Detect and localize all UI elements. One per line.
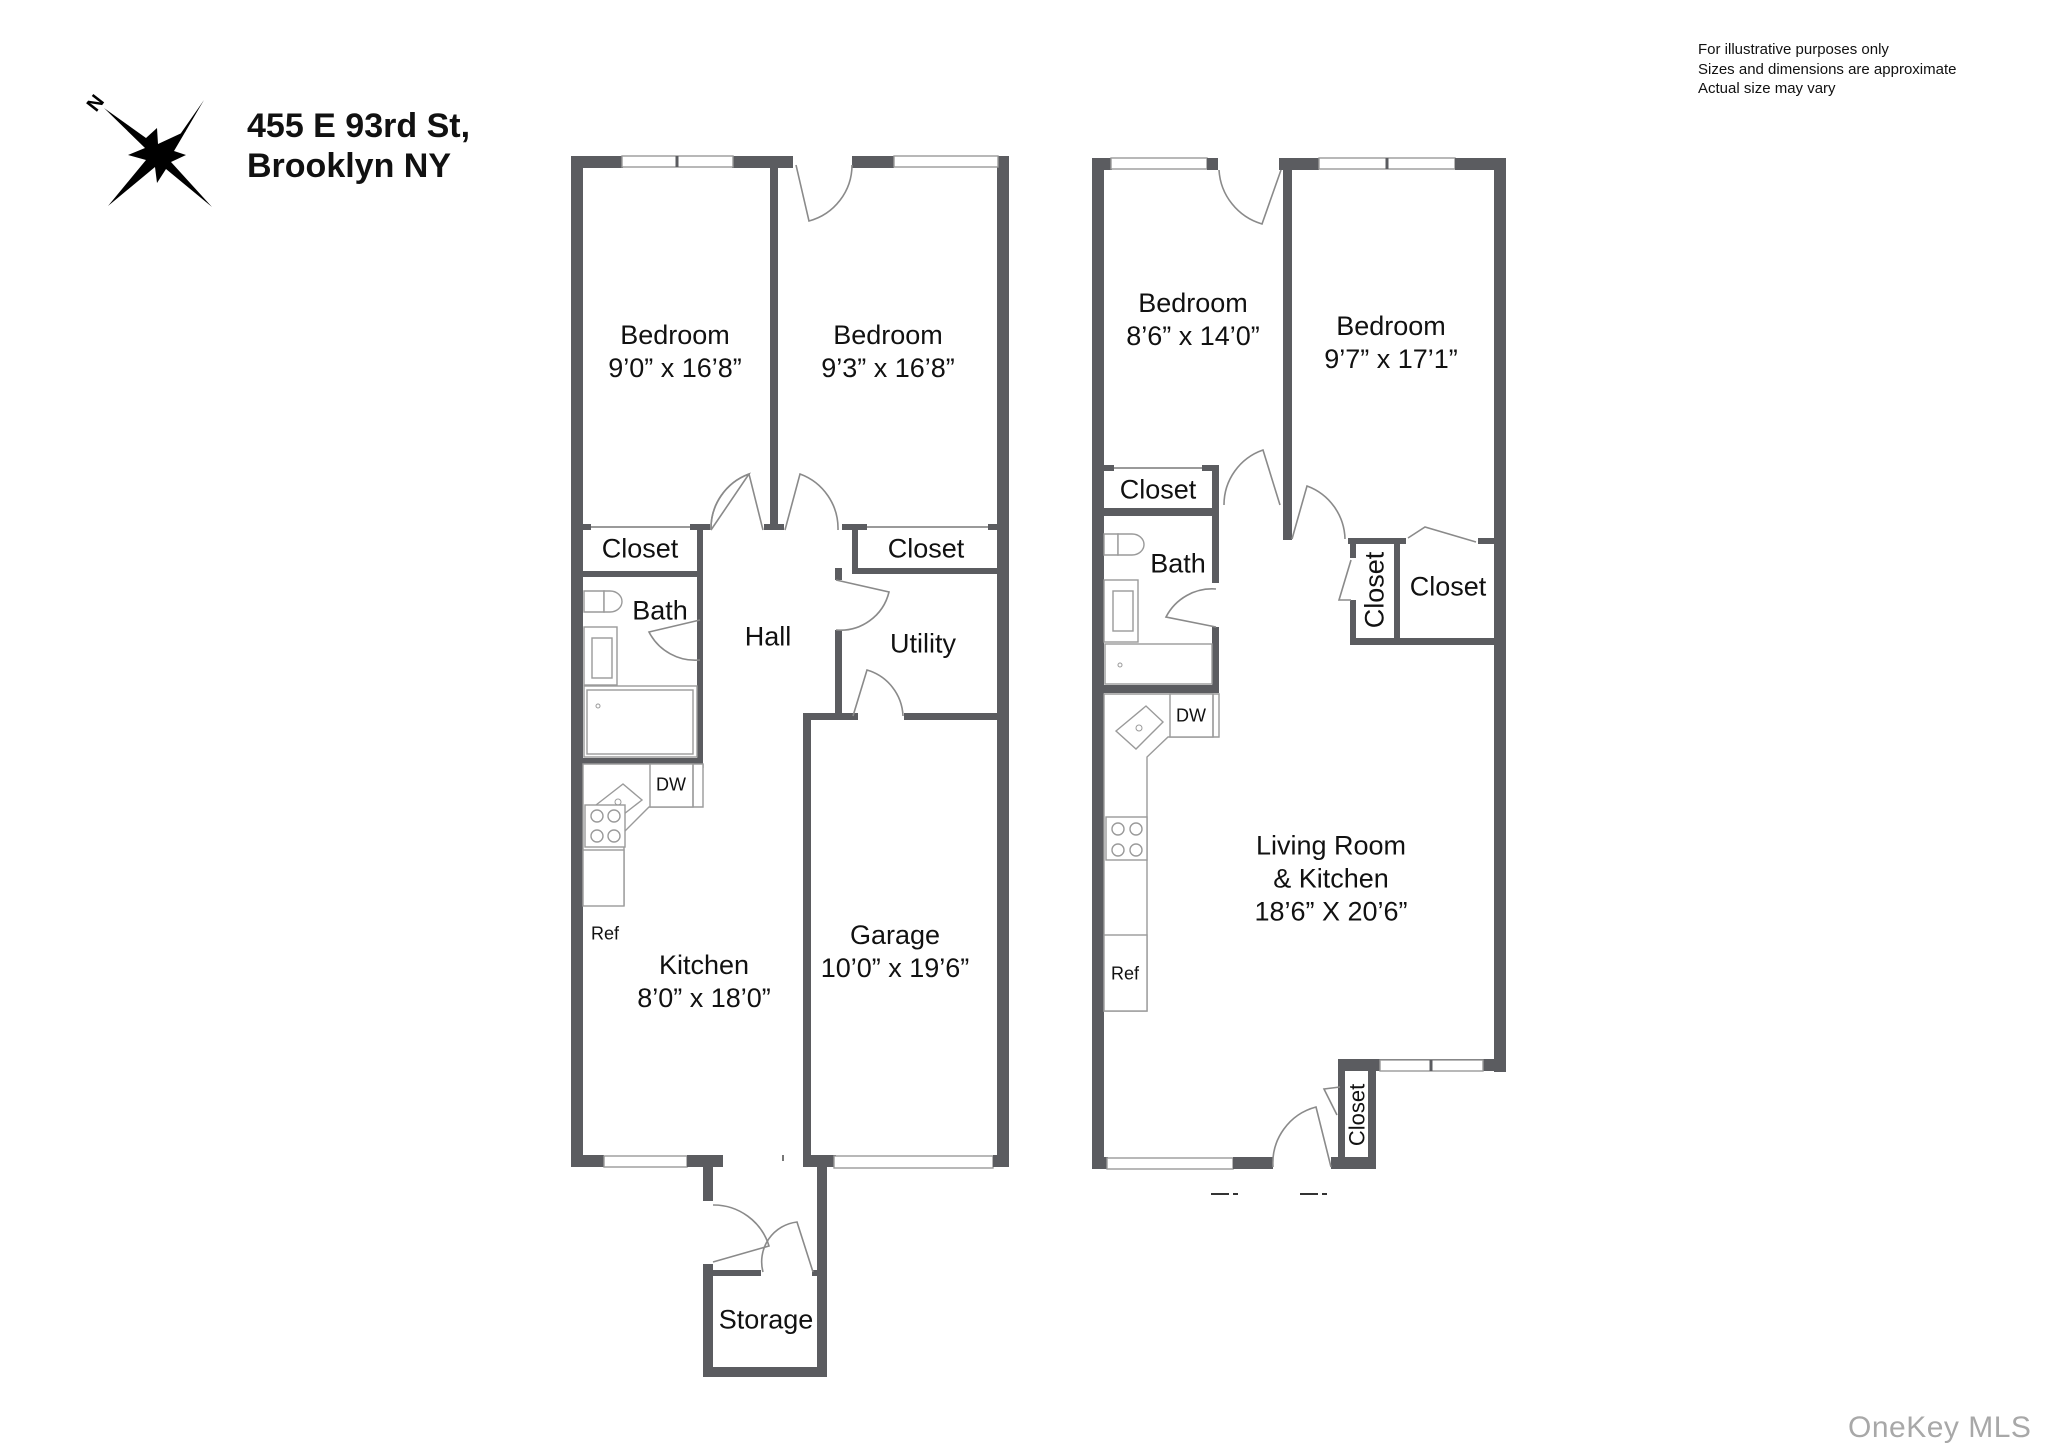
room-dimensions: 18’6” X 20’6”: [1254, 896, 1408, 927]
lower-floor-plan: [571, 155, 1009, 1377]
refrigerator-label: Ref: [590, 923, 620, 944]
room-hall: Hall: [744, 621, 792, 652]
room-name: Bedroom: [1138, 288, 1248, 318]
room-name: Bedroom: [1336, 311, 1446, 341]
disclaimer-line-2: Sizes and dimensions are approximate: [1698, 60, 1957, 78]
upper-floor-plan: [1092, 157, 1506, 1195]
room-dimensions: 8’6” x 14’0”: [1126, 321, 1260, 351]
room-bath: Bath: [632, 595, 688, 626]
room-dimensions: 9’0” x 16’8”: [608, 353, 742, 383]
room-dimensions: 9’3” x 16’8”: [821, 353, 955, 383]
room-closet-2: Closet: [887, 533, 965, 564]
room-closet-1: Closet: [601, 533, 679, 564]
room-garage: Garage 10’0” x 19’6”: [821, 919, 970, 985]
disclaimer-line-3: Actual size may vary: [1698, 80, 1836, 97]
room-utility: Utility: [890, 628, 956, 659]
room-name: Living Room: [1255, 830, 1407, 861]
room-dimensions: 10’0” x 19’6”: [820, 953, 970, 983]
property-address: 455 E 93rd St, Brooklyn NY: [247, 106, 470, 186]
room-bedroom-3: Bedroom 8’6” x 14’0”: [1126, 287, 1260, 353]
disclaimer-line-1: For illustrative purposes only: [1698, 41, 1889, 58]
compass-star-icon: N: [83, 91, 212, 207]
disclaimer: For illustrative purposes only Sizes and…: [1698, 40, 1956, 99]
svg-text:N: N: [83, 91, 109, 116]
room-bedroom-4: Bedroom 9’7” x 17’1”: [1324, 310, 1458, 376]
room-name: Bedroom: [620, 320, 730, 350]
room-closet-4: Closet: [1359, 551, 1390, 629]
room-name: Bedroom: [833, 320, 943, 350]
room-closet-6: Closet: [1344, 1083, 1370, 1147]
room-bedroom-1: Bedroom 9’0” x 16’8”: [608, 319, 742, 385]
room-name: Kitchen: [658, 950, 750, 980]
room-closet-3: Closet: [1119, 474, 1197, 505]
dishwasher-label-2: DW: [1176, 705, 1206, 726]
room-bath-2: Bath: [1150, 548, 1206, 579]
refrigerator-label-2: Ref: [1110, 963, 1140, 984]
room-bedroom-2: Bedroom 9’3” x 16’8”: [821, 319, 955, 385]
room-storage: Storage: [718, 1304, 814, 1335]
dishwasher-label: DW: [656, 774, 686, 795]
address-street: 455 E 93rd St,: [247, 107, 471, 145]
mls-watermark: OneKey MLS: [1848, 1411, 2032, 1444]
room-kitchen: Kitchen 8’0” x 18’0”: [637, 949, 771, 1015]
room-name-2: & Kitchen: [1273, 863, 1389, 894]
room-living-kitchen: Living Room & Kitchen 18’6” X 20’6”: [1254, 830, 1407, 929]
room-dimensions: 8’0” x 18’0”: [637, 983, 771, 1013]
room-closet-5: Closet: [1409, 571, 1487, 602]
address-city: Brooklyn NY: [247, 147, 452, 185]
room-name: Garage: [849, 920, 941, 950]
room-dimensions: 9’7” x 17’1”: [1324, 344, 1458, 374]
